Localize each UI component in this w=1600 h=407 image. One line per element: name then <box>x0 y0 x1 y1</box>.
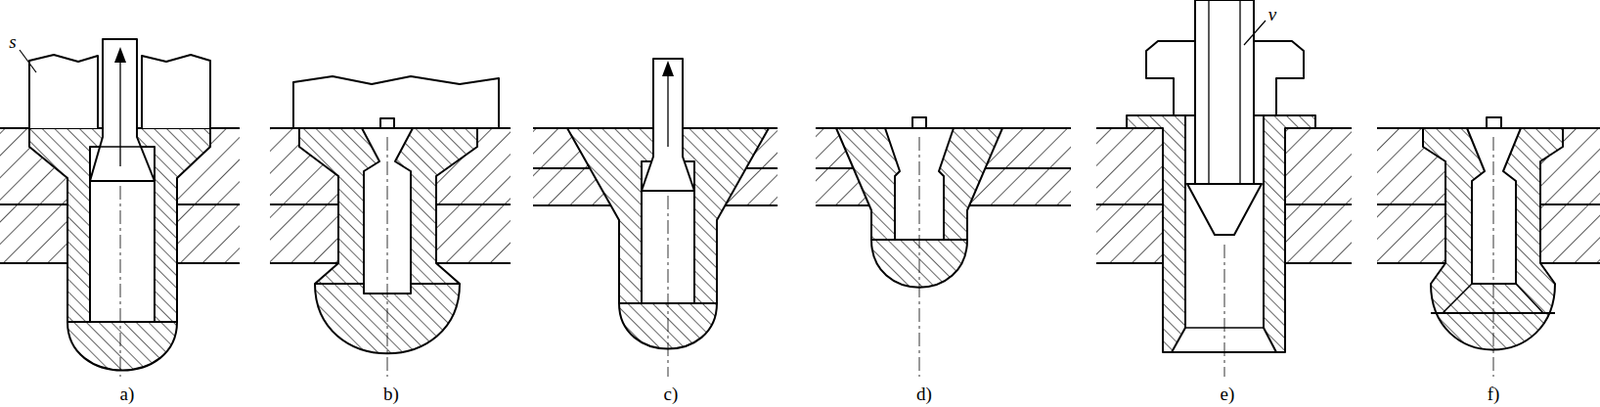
rivet-a <box>0 39 240 377</box>
callout-letter: s <box>8 32 16 51</box>
rivet-d <box>815 117 1071 377</box>
rivet-e <box>1096 0 1352 377</box>
figure-label: d) <box>916 384 933 403</box>
figure-label: e) <box>1220 384 1236 403</box>
figure-label: a) <box>120 384 135 403</box>
rivet-f <box>1377 117 1600 377</box>
rivet-b <box>269 76 511 377</box>
rivet-c <box>533 58 778 377</box>
figure-label: c) <box>664 384 679 403</box>
figure-label: f) <box>1487 384 1501 403</box>
callout-letter: v <box>1268 4 1277 24</box>
figure-label: b) <box>383 384 400 403</box>
